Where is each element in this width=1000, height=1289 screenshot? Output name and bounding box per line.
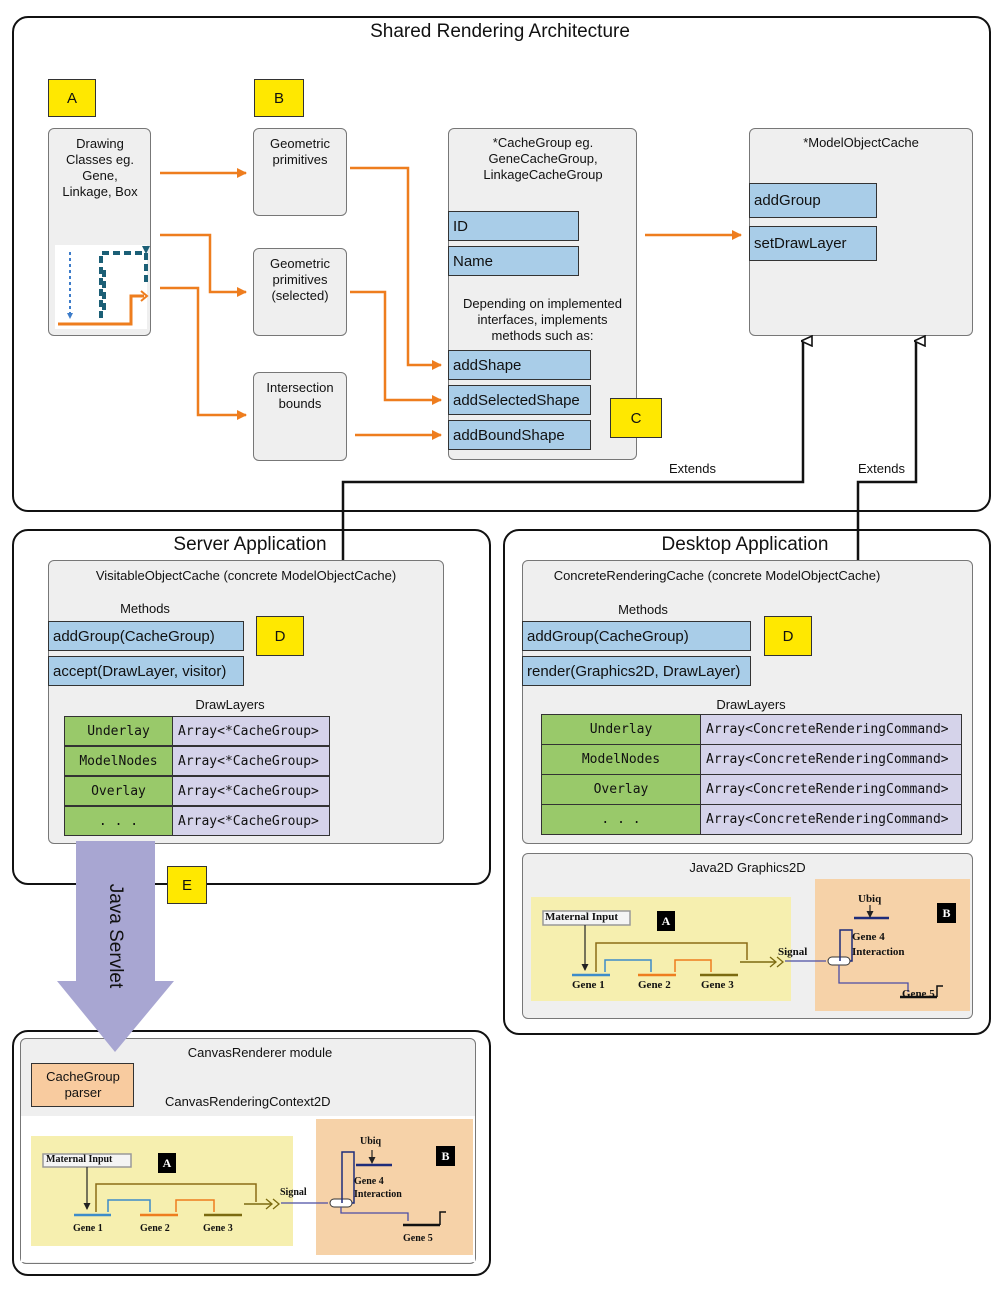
intersection-bounds-box: [253, 372, 347, 461]
visitable-object-cache-title: VisitableObjectCache (concrete ModelObje…: [95, 568, 397, 583]
canvas-ubiq-label: Ubiq: [360, 1136, 382, 1147]
canvas-maternal-input: Maternal Input: [46, 1154, 113, 1165]
desktop-layer-more-type: Array<ConcreteRenderingCommand>: [700, 804, 962, 835]
desktop-layer-underlay-name: Underlay: [541, 714, 701, 745]
cachegroup-parser-box: [31, 1063, 134, 1107]
drawing-classes-shapes: [58, 246, 150, 326]
concrete-rendering-cache-title: ConcreteRenderingCache (concrete ModelOb…: [553, 568, 881, 583]
java-servlet-label: Java Servlet: [105, 883, 126, 989]
java2d-graphics-title: Java2D Graphics2D: [689, 860, 806, 875]
desktop-gene1-label: Gene 1: [572, 979, 605, 991]
canvas-renderer-title: CanvasRenderer module: [187, 1045, 333, 1060]
server-methods-label: Methods: [120, 601, 170, 616]
java-servlet-arrow: [57, 841, 174, 1052]
tag-c: C: [610, 398, 662, 438]
extends-connectors: [341, 341, 916, 560]
desktop-method-addgroup: addGroup(CacheGroup): [522, 621, 751, 651]
desktop-signal-label: Signal: [778, 946, 808, 958]
canvas-gene3-label: Gene 3: [203, 1223, 233, 1234]
canvas-gene1-label: Gene 1: [73, 1223, 103, 1234]
server-layer-modelnodes-type: Array<*CacheGroup>: [172, 746, 330, 776]
cache-group-field-id: ID: [448, 211, 579, 241]
cache-group-method-addshape: addShape: [448, 350, 591, 380]
canvas-context-label: CanvasRenderingContext2D: [165, 1094, 331, 1109]
desktop-layer-more-name: . . .: [541, 804, 701, 835]
desktop-gene2-label: Gene 2: [638, 979, 671, 991]
canvas-gene4-label: Gene 4 Interaction: [354, 1176, 402, 1200]
server-application-title: Server Application: [173, 534, 327, 555]
geometric-primitives-label: Geometric primitives: [270, 136, 330, 167]
tag-e: E: [167, 866, 207, 904]
desktop-tag-d: D: [764, 616, 812, 656]
server-layer-overlay-type: Array<*CacheGroup>: [172, 776, 330, 806]
tag-b: B: [254, 79, 304, 117]
extends-label-desktop: Extends: [858, 461, 905, 476]
desktop-gene4-label: Gene 4 Interaction: [852, 931, 905, 958]
desktop-gene-tag-a: A: [657, 911, 675, 931]
desktop-layer-modelnodes-type: Array<ConcreteRenderingCommand>: [700, 744, 962, 775]
geometric-primitives-box: [253, 128, 347, 216]
server-layer-modelnodes-name: ModelNodes: [64, 746, 173, 776]
cachegroup-parser-label: CacheGroup parser: [46, 1069, 120, 1100]
desktop-gene-tag-b: B: [937, 903, 956, 923]
server-method-accept: accept(DrawLayer, visitor): [48, 656, 244, 686]
canvas-gene-network: [42, 1150, 446, 1227]
server-layer-more-type: Array<*CacheGroup>: [172, 806, 330, 836]
cache-group-method-addboundshape: addBoundShape: [448, 420, 591, 450]
canvas-gene2-label: Gene 2: [140, 1223, 170, 1234]
desktop-gene-network: [542, 905, 943, 999]
desktop-gene5-label: Gene 5: [902, 988, 935, 1000]
server-layer-more-name: . . .: [64, 806, 173, 836]
geometric-primitives-selected-label: Geometric primitives (selected): [270, 256, 330, 303]
desktop-layer-overlay-type: Array<ConcreteRenderingCommand>: [700, 774, 962, 805]
model-cache-method-addgroup: addGroup: [749, 183, 877, 218]
canvas-signal-label: Signal: [280, 1187, 307, 1198]
desktop-drawlayers-label: DrawLayers: [716, 697, 786, 712]
desktop-maternal-input: Maternal Input: [545, 911, 619, 923]
server-layer-underlay-name: Underlay: [64, 716, 173, 746]
cache-group-method-addselectedshape: addSelectedShape: [448, 385, 591, 415]
cache-group-title: *CacheGroup eg. GeneCacheGroup, LinkageC…: [483, 135, 603, 182]
server-layer-overlay-name: Overlay: [64, 776, 173, 806]
server-method-addgroup: addGroup(CacheGroup): [48, 621, 244, 651]
server-layer-underlay-type: Array<*CacheGroup>: [172, 716, 330, 746]
server-tag-d: D: [256, 616, 304, 656]
canvas-gene-tag-a: A: [158, 1153, 176, 1173]
model-cache-method-setdrawlayer: setDrawLayer: [749, 226, 877, 261]
intersection-bounds-label: Intersection bounds: [266, 380, 334, 411]
canvas-gene-tag-b: B: [436, 1146, 455, 1166]
desktop-gene3-label: Gene 3: [701, 979, 734, 991]
extends-label-server: Extends: [669, 461, 716, 476]
cache-group-note: Depending on implemented interfaces, imp…: [463, 296, 622, 343]
drawing-classes-label: Drawing Classes eg. Gene, Linkage, Box: [62, 136, 138, 199]
model-object-cache-title: *ModelObjectCache: [803, 135, 919, 150]
desktop-ubiq-label: Ubiq: [858, 893, 882, 905]
desktop-application-title: Desktop Application: [661, 534, 829, 555]
desktop-method-render: render(Graphics2D, DrawLayer): [522, 656, 751, 686]
desktop-methods-label: Methods: [618, 602, 668, 617]
tag-a: A: [48, 79, 96, 117]
server-drawlayers-label: DrawLayers: [195, 697, 265, 712]
shared-architecture-title: Shared Rendering Architecture: [370, 21, 630, 42]
desktop-gene-area-b: [815, 879, 970, 1011]
cache-group-field-name: Name: [448, 246, 579, 276]
geometric-primitives-selected-box: [253, 248, 347, 336]
orange-flow-arrows: [160, 166, 742, 440]
canvas-gene5-label: Gene 5: [403, 1233, 433, 1244]
